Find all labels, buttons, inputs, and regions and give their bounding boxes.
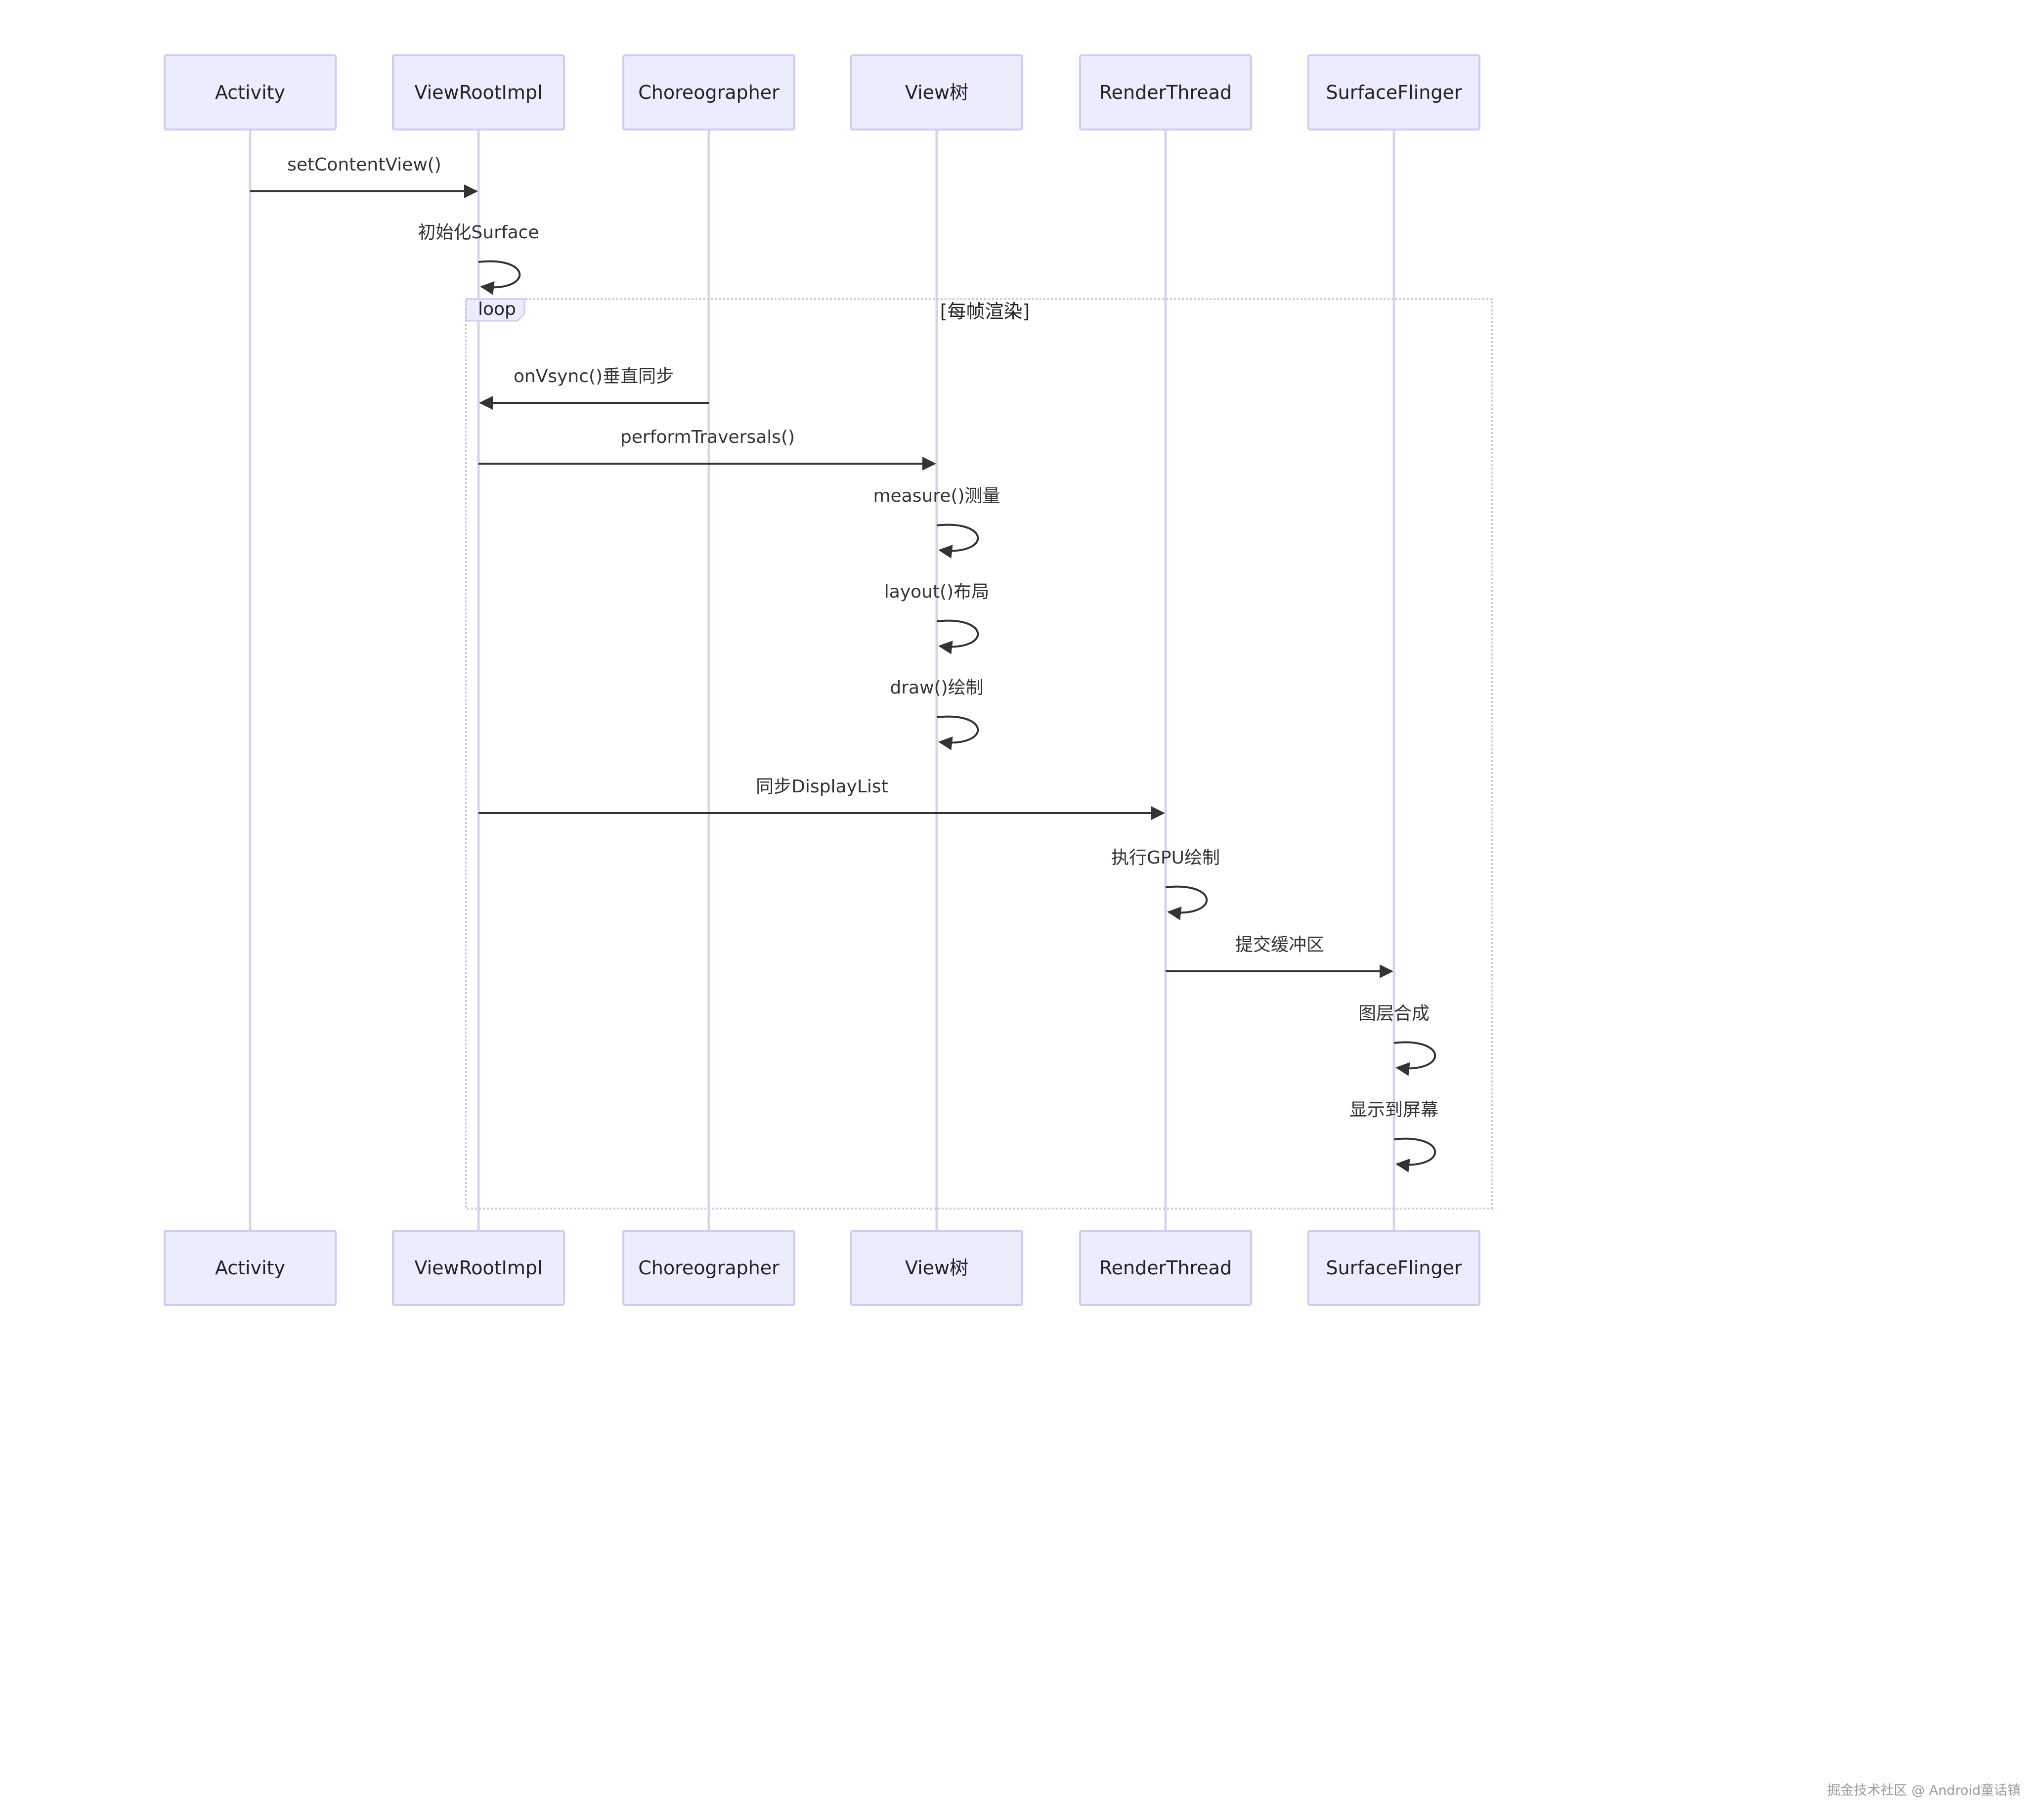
self-message-arrow: [936, 619, 979, 654]
message-4: performTraversals(): [478, 427, 936, 471]
self-message-arrow: [478, 260, 521, 295]
message-3: onVsync()垂直同步: [479, 366, 709, 410]
actor-box: [622, 1230, 795, 1306]
loop-border: [465, 298, 1493, 1210]
actor-box: [622, 54, 795, 130]
message-label: 同步DisplayList: [756, 777, 888, 797]
self-message-arrow: [936, 523, 979, 559]
message-2: 初始化Surface: [418, 222, 539, 295]
message-11: 图层合成: [1358, 1003, 1436, 1076]
actor-surface-top: SurfaceFlinger: [1307, 54, 1480, 130]
message-label: 显示到屏幕: [1349, 1100, 1438, 1120]
message-label: measure()测量: [873, 486, 1000, 506]
self-message-arrow: [936, 715, 979, 750]
watermark: 掘金技术社区 @ Android童话镇: [1827, 1783, 2021, 1798]
actor-label: Activity: [215, 82, 285, 103]
actor-box: [1307, 54, 1480, 130]
actor-viewroot-top: ViewRootImpl: [392, 54, 565, 130]
message-10: 提交缓冲区: [1166, 935, 1393, 978]
message-label: setContentView(): [287, 155, 441, 175]
loop-frame: loop [每帧渲染]: [465, 298, 1493, 1210]
actor-box: [1079, 54, 1252, 130]
actor-render-bottom: RenderThread: [1079, 1230, 1252, 1306]
message-label: 提交缓冲区: [1235, 935, 1324, 955]
actor-viewtree-top: View树: [850, 54, 1023, 130]
actor-surface-bottom: SurfaceFlinger: [1307, 1230, 1480, 1306]
self-message-arrow: [1393, 1041, 1436, 1076]
actor-label: Choreographer: [638, 1257, 780, 1279]
actor-box: [164, 1230, 337, 1306]
actor-box: [850, 1230, 1023, 1306]
actor-box: [850, 54, 1023, 130]
actor-label: SurfaceFlinger: [1326, 82, 1462, 103]
actor-label: View树: [905, 82, 968, 103]
actor-box: [164, 54, 337, 130]
message-7: draw()绘制: [890, 678, 984, 750]
loop-tag: [465, 298, 525, 322]
actor-box: [392, 1230, 565, 1306]
actor-viewroot-bottom: ViewRootImpl: [392, 1230, 565, 1306]
actor-choreo-bottom: Choreographer: [622, 1230, 795, 1306]
actor-render-top: RenderThread: [1079, 54, 1252, 130]
message-label: layout()布局: [884, 582, 989, 602]
actor-label: View树: [905, 1257, 968, 1279]
actor-label: Choreographer: [638, 82, 780, 103]
loop-label: loop: [478, 299, 516, 319]
loop-condition: [每帧渲染]: [940, 301, 1030, 322]
self-message-arrow: [1393, 1137, 1436, 1172]
message-9: 执行GPU绘制: [1111, 848, 1220, 920]
message-label: performTraversals(): [620, 427, 795, 447]
message-8: 同步DisplayList: [478, 777, 1165, 820]
message-6: layout()布局: [884, 582, 989, 654]
message-label: draw()绘制: [890, 678, 983, 698]
message-label: 初始化Surface: [418, 222, 539, 243]
actor-label: RenderThread: [1099, 82, 1232, 103]
actor-box: [392, 54, 565, 130]
message-12: 显示到屏幕: [1349, 1100, 1438, 1172]
actor-activity-top: Activity: [164, 54, 337, 130]
actor-label: RenderThread: [1099, 1257, 1232, 1279]
actor-activity-bottom: Activity: [164, 1230, 337, 1306]
message-label: 图层合成: [1358, 1003, 1430, 1024]
self-message-arrow: [1165, 885, 1208, 920]
actor-label: SurfaceFlinger: [1326, 1257, 1462, 1279]
actor-label: ViewRootImpl: [414, 82, 542, 103]
actor-choreo-top: Choreographer: [622, 54, 795, 130]
message-1: setContentView(): [250, 155, 478, 198]
actor-label: ViewRootImpl: [414, 1257, 542, 1279]
actor-box: [1079, 1230, 1252, 1306]
message-5: measure()测量: [873, 486, 1000, 559]
actor-box: [1307, 1230, 1480, 1306]
message-label: onVsync()垂直同步: [514, 366, 674, 387]
message-label: 执行GPU绘制: [1111, 848, 1220, 868]
actor-label: Activity: [215, 1257, 285, 1279]
actor-viewtree-bottom: View树: [850, 1230, 1023, 1306]
